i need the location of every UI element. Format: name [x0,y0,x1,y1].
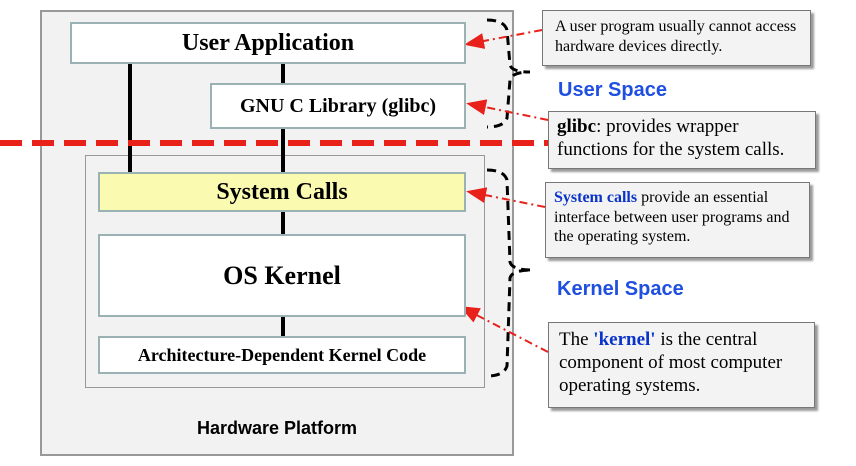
note-system-calls-text: provide an essential interface between u… [554,189,790,246]
user-application-box: User Application [70,22,466,64]
arrow-syscalls [466,187,546,208]
kernel-space-bracket [486,168,533,378]
note-user-program-text: A user program usually cannot access har… [555,18,797,55]
note-system-calls-term: System calls [554,189,638,206]
arch-kernel-code-box: Architecture-Dependent Kernel Code [98,336,466,374]
arrow-glibc [466,99,549,121]
hardware-platform-label: Hardware Platform [196,418,358,438]
note-glibc-text: : provides wrapper functions for the sys… [557,116,785,161]
note-glibc: glibc: provides wrapper functions for th… [548,111,816,169]
user-space-label: User Space [558,79,667,101]
glibc-box: GNU C Library (glibc) [210,83,466,129]
note-kernel-term: 'kernel' [593,329,656,350]
user-space-bracket [486,18,531,129]
system-calls-box: System Calls [98,172,466,212]
kernel-space-label: Kernel Space [557,278,684,300]
arrow-user-app [464,29,543,49]
note-system-calls: System calls provide an essential interf… [545,182,810,258]
note-kernel: The 'kernel' is the central component of… [548,322,815,408]
note-kernel-text: is the central component of most compute… [559,329,783,397]
note-user-program: A user program usually cannot access har… [542,10,811,66]
os-kernel-box: OS Kernel [98,234,466,317]
arrow-kernel [459,306,549,353]
note-kernel-pre: The [559,329,594,350]
note-glibc-term: glibc [557,116,597,137]
